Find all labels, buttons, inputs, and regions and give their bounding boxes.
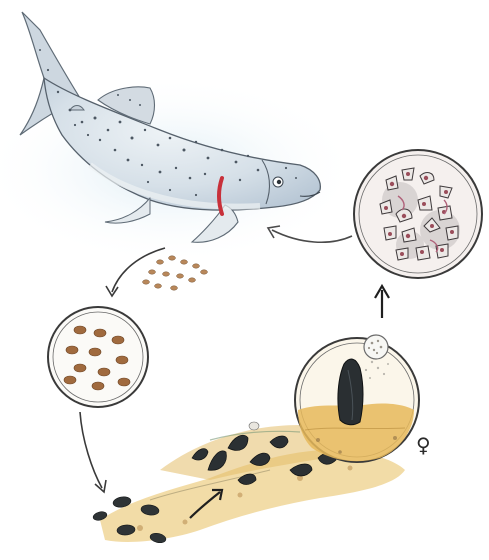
- upright-mussel: [338, 359, 363, 425]
- adult-mussel-circle: [295, 338, 419, 462]
- glochidium-bubble: [364, 335, 388, 359]
- arrow-eggs-to-sediment: [80, 412, 102, 488]
- female-symbol: ♀: [416, 435, 431, 455]
- glochidia-magnified-circle: [354, 150, 482, 278]
- eggs-magnified-circle: [48, 307, 148, 407]
